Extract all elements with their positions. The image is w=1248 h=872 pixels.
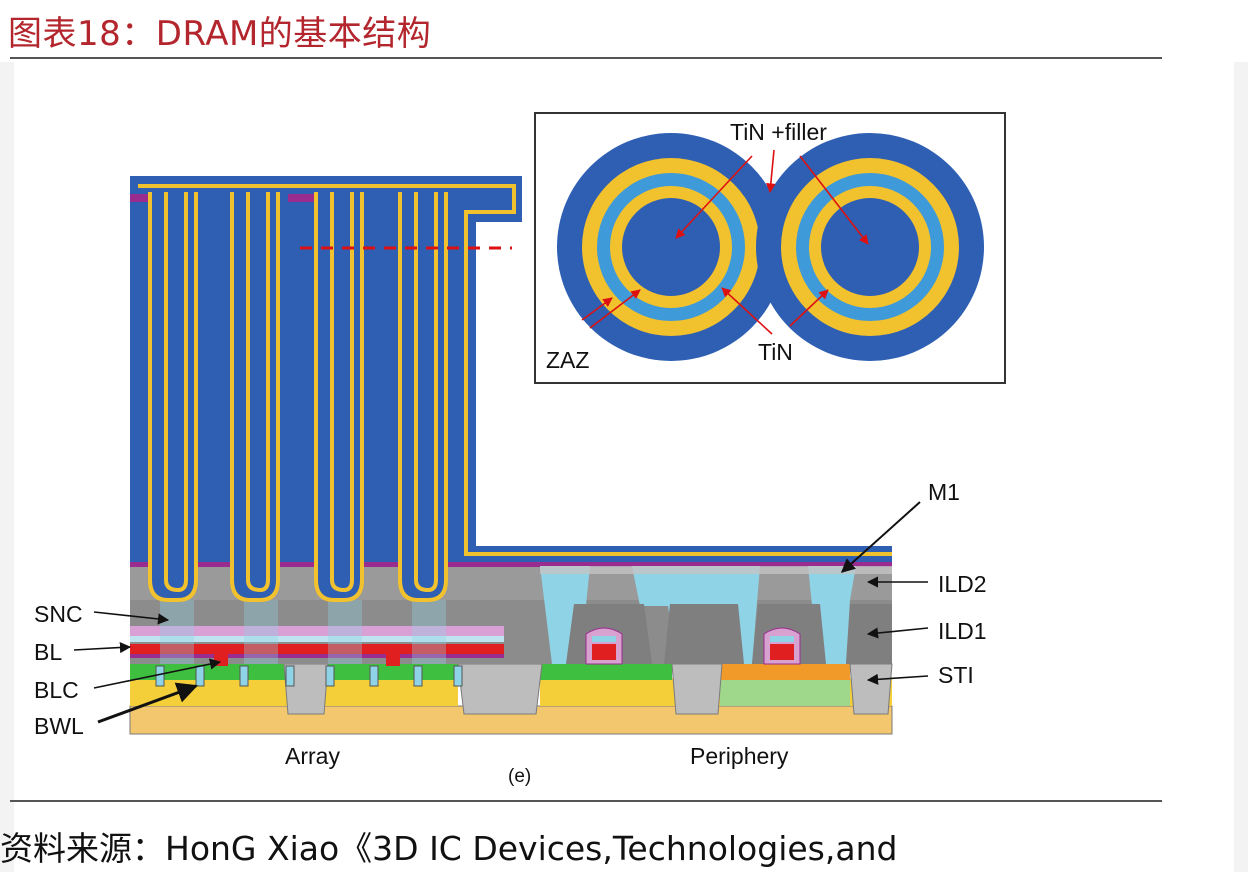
array-bitline-purple: [130, 654, 504, 658]
periphery-orange-active: [720, 664, 850, 680]
label-bwl: BWL: [34, 713, 84, 739]
m1-metal-line: [130, 562, 892, 567]
bottom-rule: [10, 800, 1162, 802]
capacitor-tin-outline: [138, 184, 892, 556]
periphery-gate-left: [585, 627, 623, 665]
right-ring-stack: [756, 133, 984, 361]
ild1-leader: [866, 627, 929, 639]
label-snc: SNC: [34, 601, 83, 627]
sti-leader: [866, 673, 929, 685]
inset-red-arrows: [581, 149, 869, 335]
figure-title: 图表18：DRAM的基本结构: [8, 14, 432, 54]
left-margin-band: [0, 62, 14, 872]
callouts: M1 ILD2 ILD1 STI SNC BL BLC BWL Array Pe…: [34, 479, 987, 787]
snc-leader: [93, 611, 170, 625]
label-zaz: ZAZ: [546, 347, 589, 373]
m1-leader: [840, 501, 921, 573]
blc-leader: [93, 658, 222, 689]
label-periphery: Periphery: [690, 743, 789, 769]
top-rule: [10, 57, 1162, 59]
source-note: 资料来源：HonG Xiao《3D IC Devices,Technologie…: [0, 829, 898, 868]
periphery-well-green: [720, 678, 850, 706]
bl-leader: [73, 641, 132, 654]
label-tin-filler: TiN +filler: [730, 119, 827, 145]
label-bl: BL: [34, 639, 62, 665]
buried-wordlines: [155, 665, 463, 687]
right-margin-band: [1234, 62, 1248, 872]
left-ring-stack: [557, 133, 785, 361]
array-bitline-red: [130, 644, 504, 654]
label-m1: M1: [928, 479, 960, 505]
bwl-leader: [97, 682, 198, 724]
m1-light-cap: [540, 566, 892, 574]
label-blc: BLC: [34, 677, 79, 703]
label-panel: (e): [508, 766, 531, 787]
array-bitline-cyan: [130, 636, 504, 642]
inset-top-view: TiN +filler ZAZ TiN: [534, 112, 1006, 384]
array-bitline-cap: [130, 626, 504, 636]
label-sti: STI: [938, 662, 974, 688]
capacitor-cylinders: [148, 192, 448, 602]
sti-trenches: [283, 663, 893, 715]
periphery-gate-right: [763, 627, 801, 665]
label-tin: TiN: [758, 339, 793, 365]
periphery-green-active: [540, 664, 672, 680]
storage-node-contacts: [160, 600, 446, 664]
label-array: Array: [285, 743, 340, 769]
capacitor-top-pads: [130, 194, 322, 202]
label-ild2: ILD2: [938, 571, 987, 597]
label-ild1: ILD1: [938, 618, 987, 644]
